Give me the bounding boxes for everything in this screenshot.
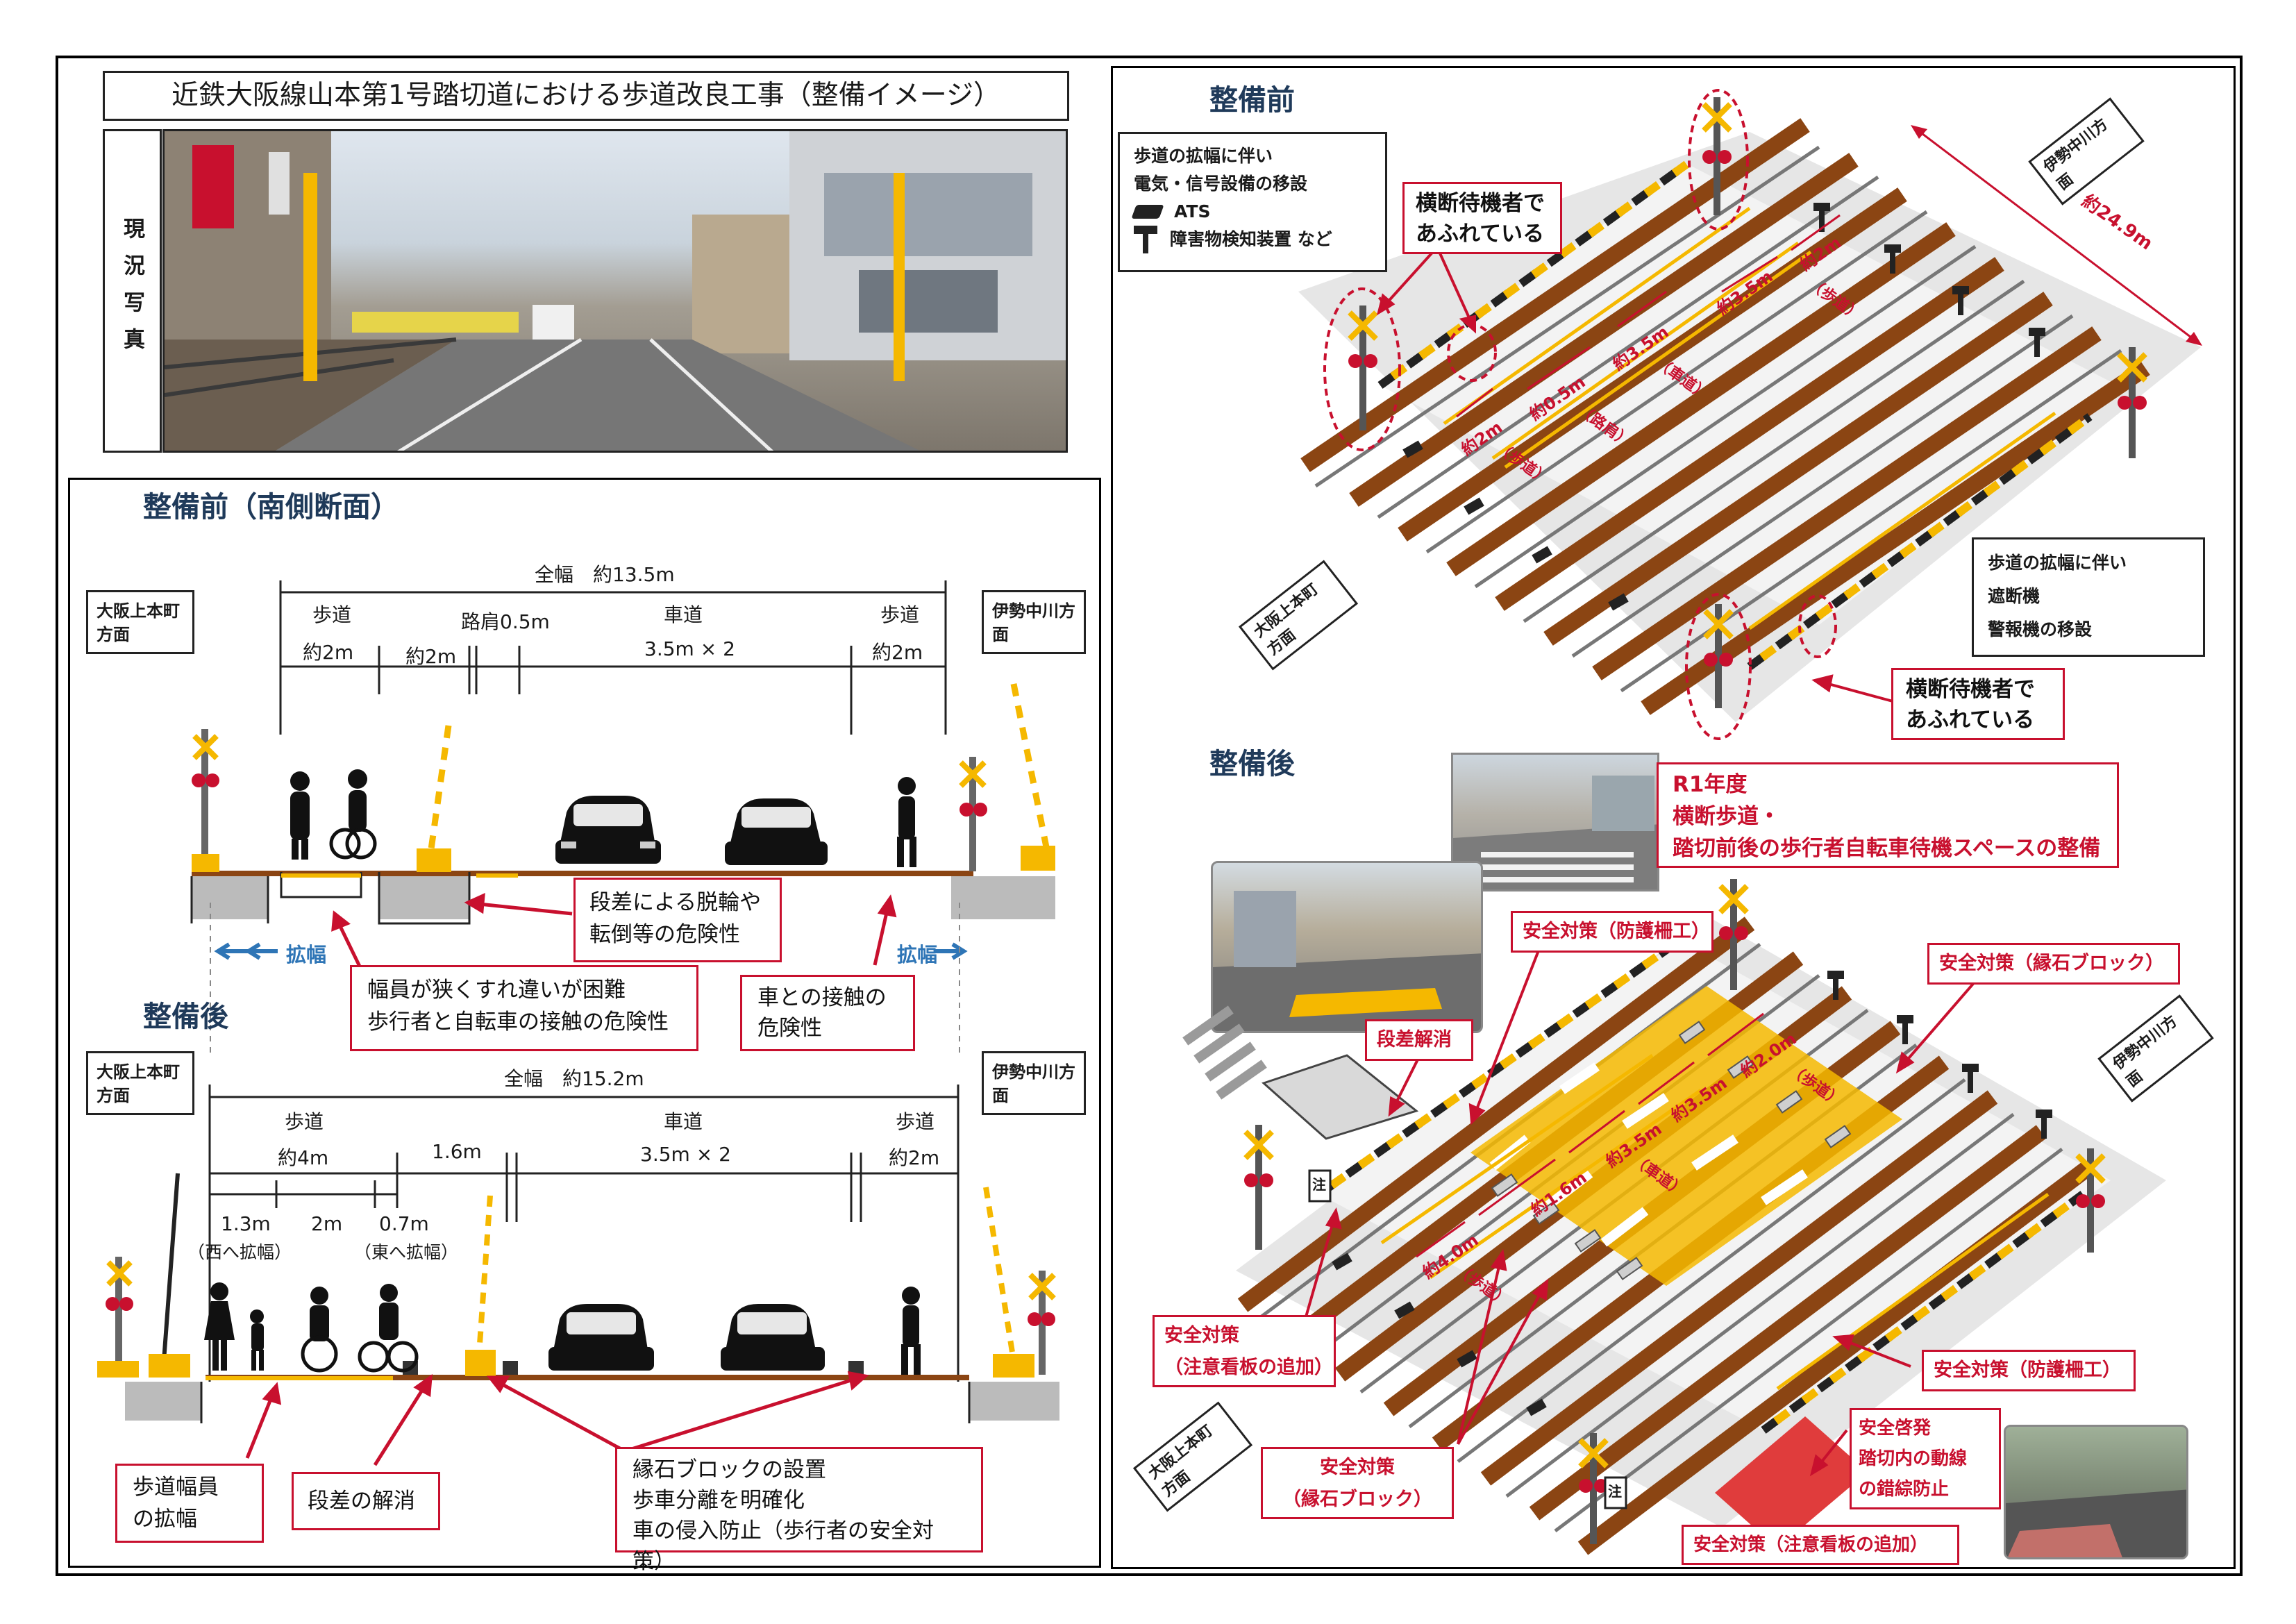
- plan-after-fence-right: 安全対策（防護柵工）: [1922, 1350, 2136, 1391]
- after-w-east-note: （東へ拡幅）: [354, 1242, 459, 1262]
- obstacle-detector-icon: [1134, 226, 1157, 253]
- photo-caption-box: [103, 129, 162, 453]
- plan-after-sign-left: 安全対策 （注意看板の追加）: [1153, 1315, 1336, 1387]
- photo-caption: 現況写真: [119, 217, 144, 365]
- before-note-step: 段差による脱輪や転倒等の危険性: [573, 878, 782, 962]
- plan-before-legend-equip: 歩道の拡幅に伴い 電気・信号設備の移設 ATS 障害物検知装置 など: [1118, 132, 1387, 272]
- plan-before-title: 整備前: [1209, 83, 1295, 117]
- plan-after-curb-bottom: 安全対策 （縁石ブロック）: [1261, 1447, 1454, 1519]
- plan-after-step: 段差解消: [1365, 1019, 1473, 1061]
- section-before-title: 整備前（南側断面）: [143, 490, 399, 524]
- after-note-widen: 歩道幅員の拡幅: [115, 1464, 264, 1543]
- plan-after-fence-top: 安全対策（防護柵工）: [1511, 911, 1713, 953]
- photo-step-scene: [1213, 891, 1481, 1031]
- plan-after-awareness: 安全啓発 踏切内の動線 の錯綜防止: [1850, 1408, 2001, 1509]
- expand-label-right: 拡幅: [897, 943, 938, 966]
- plan-after-sign-glyph-1: 注: [1312, 1176, 1326, 1193]
- page-title: 近鉄大阪線山本第1号踏切道における歩道改良工事（整備イメージ）: [171, 80, 1001, 111]
- plan-before-crowd-top: 横断待機者であふれている: [1402, 182, 1562, 254]
- panel-cross-section: [68, 478, 1101, 1568]
- plan-after-sign-glyph-2: 注: [1608, 1483, 1622, 1500]
- before-col-walk-r: 歩道: [880, 603, 920, 626]
- dir-right-before: 伊勢中川方面: [982, 590, 1086, 654]
- after-w-walk-r: 約2m: [889, 1146, 940, 1169]
- plan-after-r1-note: R1年度 横断歩道・ 踏切前後の歩行者自転車待機スペースの整備: [1657, 762, 2119, 868]
- plan-after-sign-bottom: 安全対策（注意看板の追加）: [1682, 1525, 1959, 1565]
- photo-r1-scene: [1453, 776, 1657, 889]
- after-total-width: 全幅 約15.2m: [504, 1067, 644, 1090]
- after-col-walk-r: 歩道: [896, 1110, 935, 1133]
- before-w-walk-l1: 約2m: [303, 641, 354, 664]
- before-w-walk-l2: 約2m: [405, 645, 457, 668]
- before-col-shoulder: 路肩0.5m: [461, 610, 550, 633]
- after-col-walk-l: 歩道: [285, 1110, 324, 1133]
- before-note-width: 幅員が狭くすれ違いが困難歩行者と自転車の接触の危険性: [350, 965, 698, 1051]
- after-note-step: 段差の解消: [292, 1472, 440, 1530]
- dir-left-before: 大阪上本町方面: [86, 590, 194, 654]
- after-w-center: 2m: [311, 1212, 343, 1235]
- outer-frame: [56, 56, 2243, 1576]
- before-note-car: 車との接触の危険性: [740, 975, 915, 1051]
- dir-right-after: 伊勢中川方面: [982, 1051, 1086, 1115]
- photo-r1: [1451, 753, 1659, 891]
- after-w-west: 1.3m: [221, 1212, 271, 1235]
- after-col-road: 車道: [664, 1110, 703, 1133]
- plan-after-curb-top: 安全対策（縁石ブロック）: [1927, 943, 2180, 985]
- plan-after-title: 整備後: [1209, 747, 1295, 780]
- photo-step: [1211, 861, 1483, 1033]
- after-note-curb: 縁石ブロックの設置歩車分離を明確化車の侵入防止（歩行者の安全対策）: [615, 1447, 983, 1574]
- plan-before-legend-barrier: 歩道の拡幅に伴い 遮断機 警報機の移設: [1972, 537, 2205, 657]
- expand-label-left: 拡幅: [286, 943, 327, 966]
- after-w-east: 0.7m: [379, 1212, 429, 1235]
- photo-awareness: [2004, 1425, 2188, 1559]
- panel-right: [1111, 66, 2236, 1569]
- before-w-walk-r: 約2m: [872, 641, 923, 664]
- after-w-road: 3.5m × 2: [640, 1143, 731, 1166]
- title-box: [103, 71, 1069, 121]
- photo-awareness-scene: [2006, 1489, 2186, 1557]
- before-col-road: 車道: [664, 603, 703, 626]
- current-photo: [162, 129, 1068, 453]
- after-w-mid: 1.6m: [432, 1140, 482, 1163]
- before-w-road: 3.5m × 2: [644, 637, 735, 660]
- plan-before-crowd-bottom: 横断待機者であふれている: [1891, 668, 2065, 740]
- photo-scene: [165, 131, 1066, 451]
- after-w-walk-l: 約4m: [278, 1146, 329, 1169]
- dir-left-after: 大阪上本町方面: [86, 1051, 194, 1115]
- after-w-west-note: （西へ拡幅）: [187, 1242, 292, 1262]
- section-after-title: 整備後: [143, 1000, 228, 1033]
- before-total-width: 全幅 約13.5m: [535, 563, 675, 586]
- before-col-walk-l: 歩道: [312, 603, 352, 626]
